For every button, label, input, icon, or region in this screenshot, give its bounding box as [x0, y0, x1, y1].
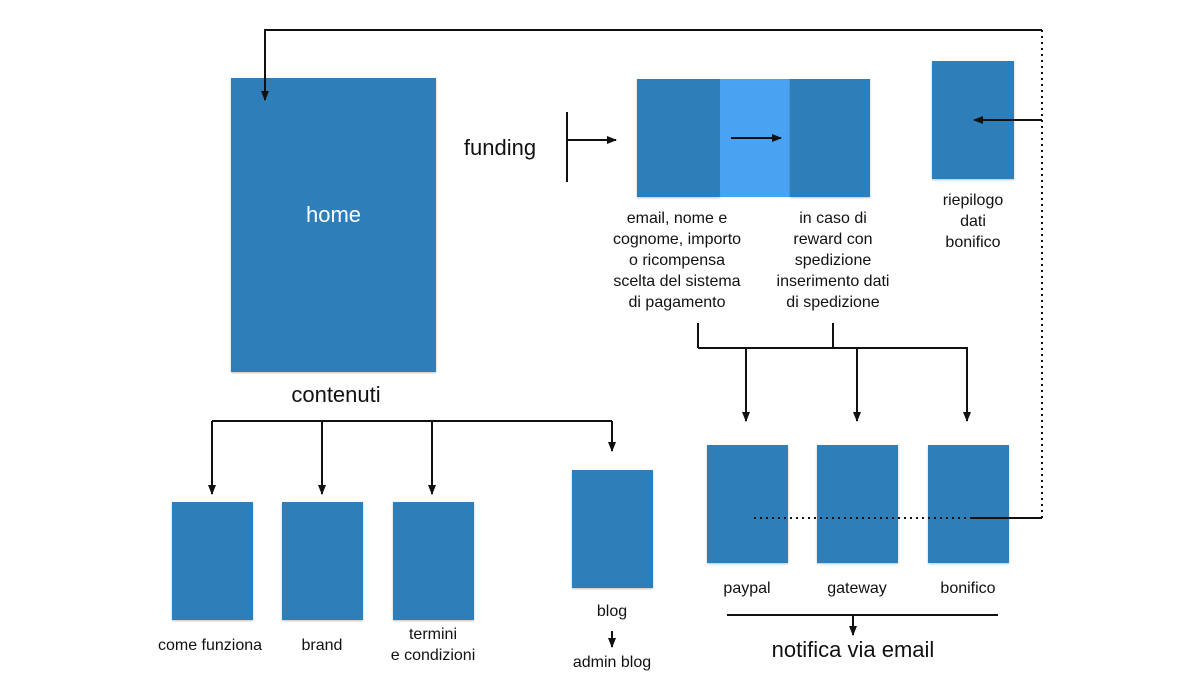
notifica-label: notifica via email — [771, 637, 935, 662]
home-page-block — [231, 78, 436, 372]
brand-block — [282, 502, 363, 620]
riepilogo-label: riepilogo dati bonifico — [942, 192, 1004, 251]
home-label: home — [305, 202, 362, 227]
gateway-block — [817, 445, 898, 563]
bonifico-block — [928, 445, 1009, 563]
blog-block — [572, 470, 653, 588]
bonifico-label: bonifico — [940, 580, 996, 597]
termini-label: termini e condizioni — [390, 626, 476, 664]
paypal-label: paypal — [723, 580, 771, 597]
come-funziona-block — [172, 502, 253, 620]
funding-step1-block — [637, 79, 720, 197]
blog-label: blog — [596, 603, 628, 620]
termini-block — [393, 502, 474, 620]
admin-blog-label: admin blog — [572, 654, 652, 671]
step2-description: in caso di reward con spedizione inserim… — [776, 210, 890, 311]
loop-to-home-arrow — [261, 29, 1042, 101]
contenuti-label: contenuti — [291, 382, 381, 407]
funding-step2-block — [790, 79, 870, 197]
funding-label: funding — [463, 135, 537, 160]
brand-label: brand — [301, 637, 343, 654]
paypal-block — [707, 445, 788, 563]
gateway-label: gateway — [827, 580, 887, 597]
step1-description: email, nome e cognome, importo o ricompe… — [612, 210, 742, 311]
come-funziona-label: come funziona — [157, 637, 263, 654]
